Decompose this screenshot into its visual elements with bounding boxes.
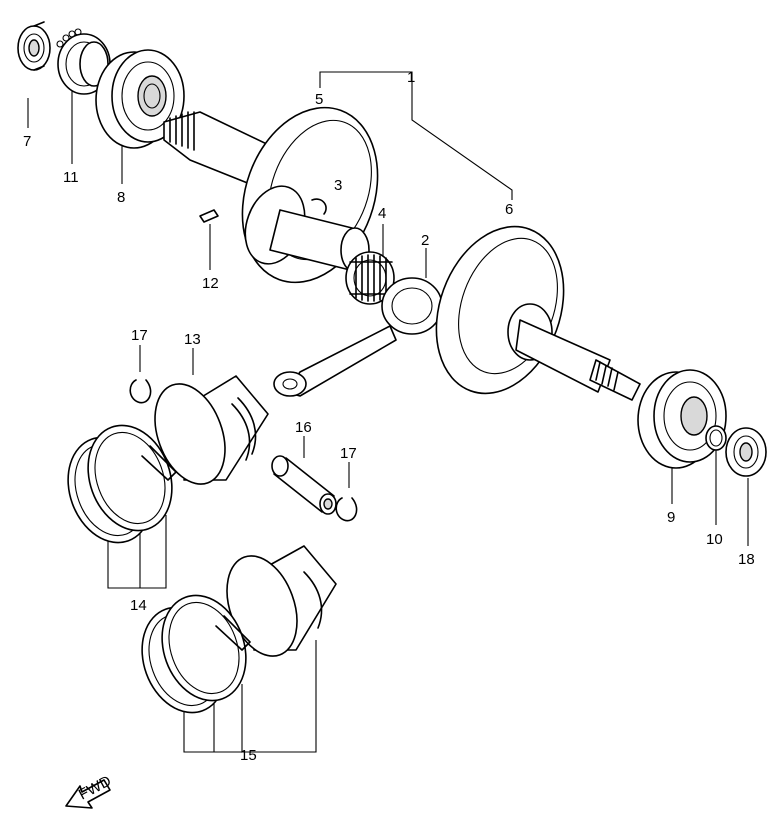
- callout-5: 5: [315, 91, 323, 108]
- callout-16: 16: [295, 419, 312, 436]
- callout-1: 1: [407, 69, 415, 86]
- callout-2: 2: [421, 232, 429, 249]
- callout-17-lower: 17: [340, 445, 357, 462]
- connecting-rod: [273, 277, 443, 397]
- callout-11: 11: [63, 169, 79, 186]
- needle-bearing: [345, 251, 395, 305]
- callout-18: 18: [738, 551, 755, 568]
- crank-shaft-right-half: [435, 225, 641, 401]
- callout-17-upper: 17: [131, 327, 148, 344]
- oil-seal-right: [725, 427, 767, 477]
- callout-3: 3: [334, 177, 342, 194]
- callout-12: 12: [202, 275, 219, 292]
- callout-10: 10: [706, 531, 723, 548]
- bearing-spacer-left: [56, 28, 111, 95]
- piston-ring-set-std: [67, 424, 177, 544]
- callout-13: 13: [184, 331, 201, 348]
- circlip-upper: [129, 379, 152, 404]
- callout-4: 4: [378, 205, 386, 222]
- callout-14: 14: [130, 597, 147, 614]
- callout-6: 6: [505, 201, 513, 218]
- piston-pin: [271, 455, 337, 515]
- callout-15: 15: [240, 747, 257, 764]
- o-ring: [705, 425, 727, 451]
- pin: [199, 209, 219, 223]
- callout-8: 8: [117, 189, 125, 206]
- oil-seal-left: [17, 21, 51, 71]
- circlip-lower: [335, 497, 358, 522]
- fwd-direction-arrow: FWD: [65, 772, 114, 809]
- main-bearing-right: [637, 369, 727, 469]
- crank-shaft-left-half: [163, 106, 379, 284]
- piston: [154, 375, 269, 485]
- piston-ring-set-oversize: [141, 545, 337, 714]
- main-bearing-left: [95, 49, 185, 149]
- callout-9: 9: [667, 509, 675, 526]
- callout-labels: 1 2 3 4 5 6 7 8 9 10 11 12 13 14 15 16 1…: [23, 69, 755, 764]
- leader-lines: [27, 71, 749, 753]
- callout-7: 7: [23, 133, 31, 150]
